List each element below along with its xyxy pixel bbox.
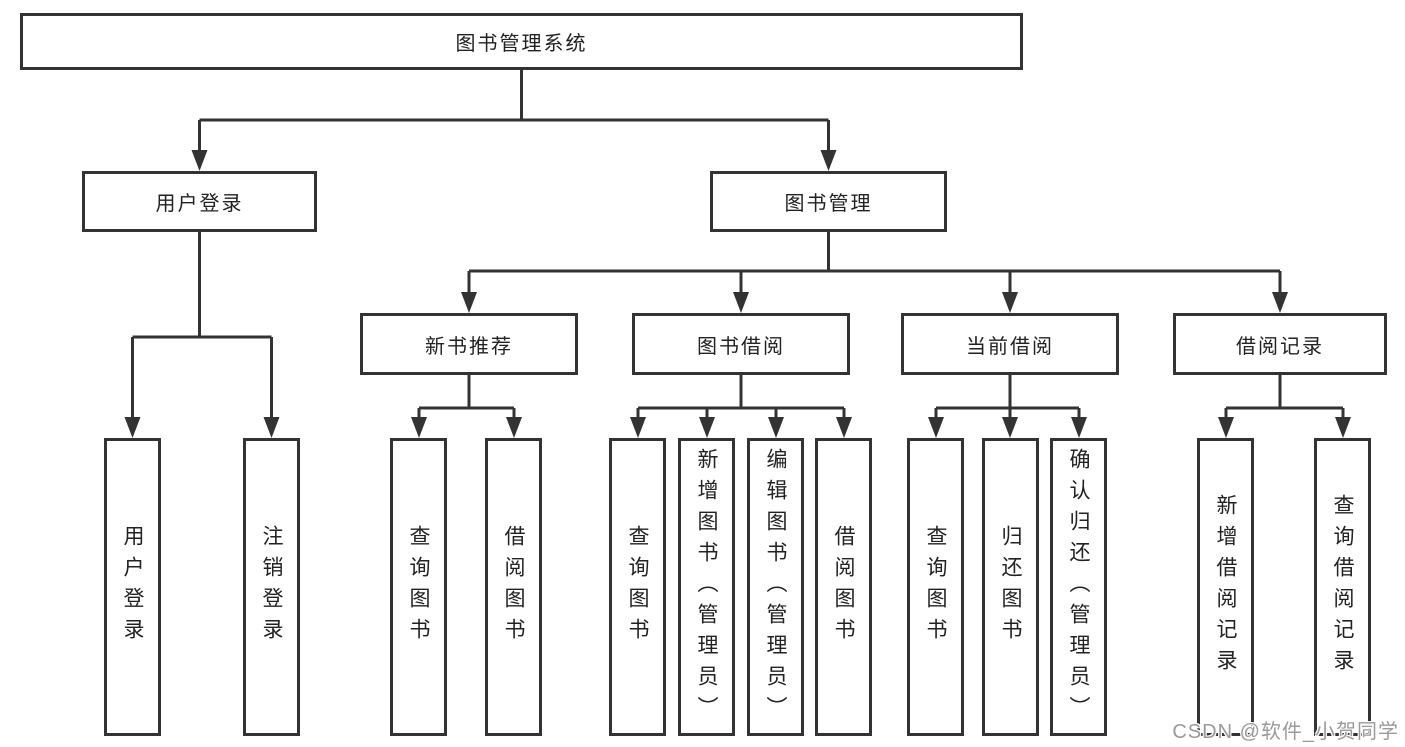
connector-user-login <box>131 232 273 421</box>
leaf-edit-book-admin: 编辑图书（管理员） <box>747 438 804 736</box>
node-book-borrowing: 图书借阅 <box>632 313 850 375</box>
connector-current-borrowing <box>934 375 1081 421</box>
leaf-return-book: 归还图书 <box>982 438 1039 736</box>
leaf-confirm-return-admin: 确认归还（管理员） <box>1050 438 1107 736</box>
leaf-query-books-current: 查询图书 <box>907 438 964 736</box>
node-user-login: 用户登录 <box>82 171 317 232</box>
node-new-book-recommend: 新书推荐 <box>360 313 578 375</box>
leaf-user-login: 用户登录 <box>104 438 161 736</box>
connector-book-management <box>467 232 1282 296</box>
arrowheads <box>124 150 1351 438</box>
leaf-add-book-admin: 新增图书（管理员） <box>678 438 735 736</box>
leaf-add-borrow-record: 新增借阅记录 <box>1197 438 1254 736</box>
leaf-query-books-recommend: 查询图书 <box>390 438 447 736</box>
connector-book-borrowing <box>636 375 846 421</box>
node-current-borrowing: 当前借阅 <box>901 313 1119 375</box>
leaf-query-books-borrowing: 查询图书 <box>609 438 666 736</box>
leaf-logout: 注销登录 <box>243 438 300 736</box>
csdn-watermark: CSDN @软件_小贺同学 <box>1172 721 1399 743</box>
connector-root <box>198 70 830 154</box>
connector-borrow-records <box>1224 375 1345 421</box>
leaf-borrow-books-recommend: 借阅图书 <box>485 438 542 736</box>
node-borrow-records: 借阅记录 <box>1173 313 1387 375</box>
leaf-borrow-books-borrowing: 借阅图书 <box>815 438 872 736</box>
node-book-management: 图书管理 <box>710 171 947 232</box>
connector-new-book-recommend <box>417 375 516 421</box>
leaf-query-borrow-record: 查询借阅记录 <box>1314 438 1371 736</box>
node-library-system: 图书管理系统 <box>20 13 1023 70</box>
